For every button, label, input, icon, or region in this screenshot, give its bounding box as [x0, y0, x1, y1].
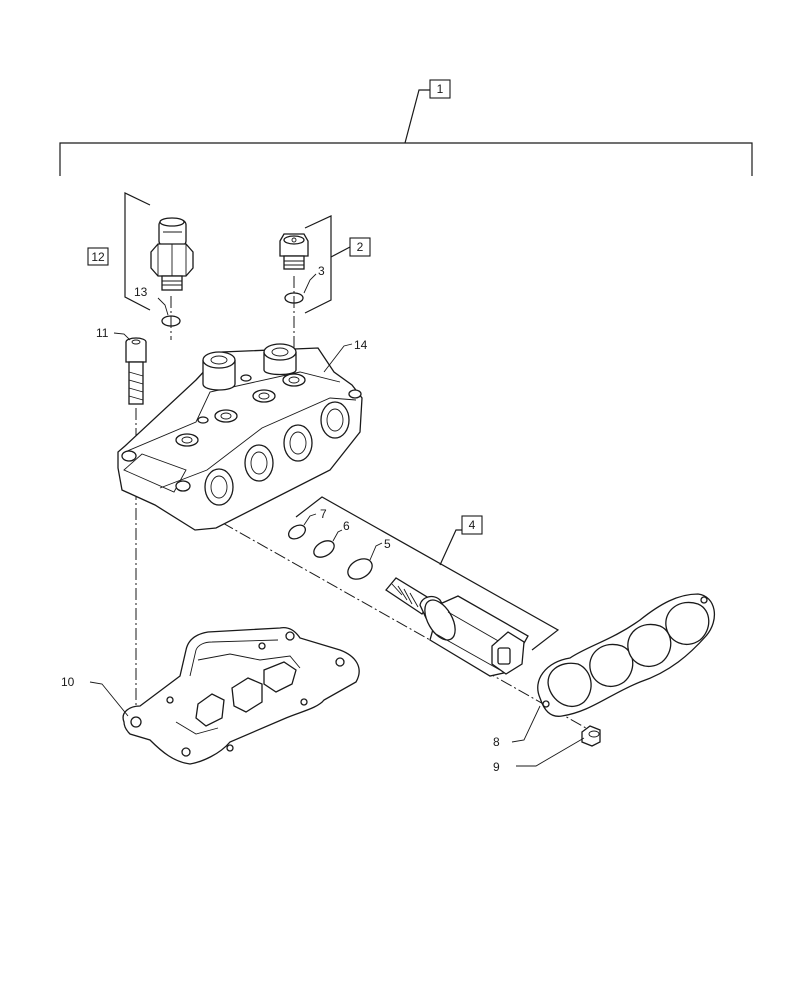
callout-13-label[interactable]: 13 [134, 285, 148, 299]
callout-10-label[interactable]: 10 [61, 675, 75, 689]
callout-14-label[interactable]: 14 [354, 338, 368, 352]
assembly-bracket [59, 89, 753, 176]
sensor-bracket [124, 192, 151, 311]
o-ring-13 [157, 297, 181, 327]
callout-4-label: 4 [469, 518, 476, 532]
gasket-10 [89, 626, 360, 765]
screw-9 [516, 725, 601, 767]
callout-9-label[interactable]: 9 [493, 760, 500, 774]
solenoid-bracket [295, 496, 560, 651]
callout-12-label: 12 [91, 250, 105, 264]
o-ring-3 [284, 273, 317, 304]
callout-6-label[interactable]: 6 [343, 519, 350, 533]
solenoid-valve [385, 577, 529, 677]
bolt [113, 332, 147, 405]
callout-4[interactable]: 4 [461, 515, 483, 535]
callout-2[interactable]: 2 [349, 237, 371, 257]
callout-12[interactable]: 12 [87, 247, 109, 266]
callout-5-label[interactable]: 5 [384, 537, 391, 551]
plug [279, 233, 309, 270]
callout-1[interactable]: 1 [429, 79, 451, 99]
callout-11-label[interactable]: 11 [96, 326, 109, 340]
callout-7-label[interactable]: 7 [320, 507, 327, 521]
gasket-8 [511, 593, 716, 743]
plug-bracket [304, 215, 351, 314]
o-ring-6 [313, 529, 343, 558]
valve-body [117, 343, 363, 531]
callout-3-label[interactable]: 3 [318, 264, 325, 278]
callout-8-label[interactable]: 8 [493, 735, 500, 749]
pressure-sensor [150, 217, 194, 291]
o-ring-5 [347, 542, 383, 580]
o-ring-7 [287, 513, 317, 540]
callout-1-label: 1 [437, 82, 444, 96]
callout-2-label: 2 [357, 240, 364, 254]
